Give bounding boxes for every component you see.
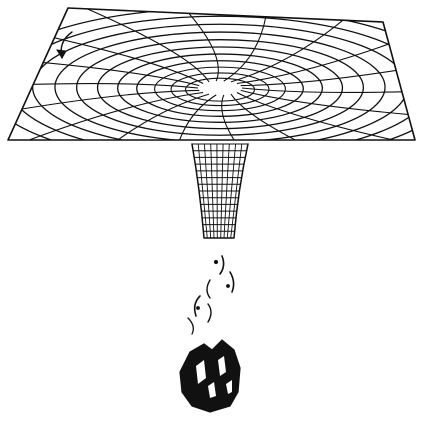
- funnel-throat: [192, 144, 248, 238]
- grid-ring: [155, 67, 286, 111]
- debris-1: [220, 256, 224, 274]
- debris-5: [208, 304, 211, 322]
- debris-dot-1: [214, 260, 217, 263]
- grid-radial: [0, 84, 198, 88]
- throat-grid: [192, 144, 248, 238]
- grid-ring: [186, 78, 255, 101]
- rock-body: [180, 340, 240, 412]
- grid-radial: [171, 95, 216, 182]
- grid-radial: [241, 56, 425, 86]
- rock-mass: [180, 340, 240, 412]
- warped-grid-plane: [0, 0, 425, 182]
- grid-radial: [80, 94, 209, 170]
- grid-radial: [222, 95, 269, 182]
- debris-dot-2: [227, 285, 230, 288]
- grid-radial: [231, 94, 360, 170]
- arrow-head: [57, 50, 66, 58]
- falling-debris: [188, 256, 234, 334]
- plane-outline: [8, 8, 415, 140]
- debris-4: [195, 296, 200, 316]
- debris-6: [188, 318, 193, 334]
- debris-2: [230, 272, 234, 292]
- debris-3: [207, 280, 210, 298]
- grid-ring: [118, 54, 323, 122]
- grid-radials: [0, 0, 425, 182]
- debris-dot-3: [197, 307, 200, 310]
- grid-ring: [137, 61, 304, 117]
